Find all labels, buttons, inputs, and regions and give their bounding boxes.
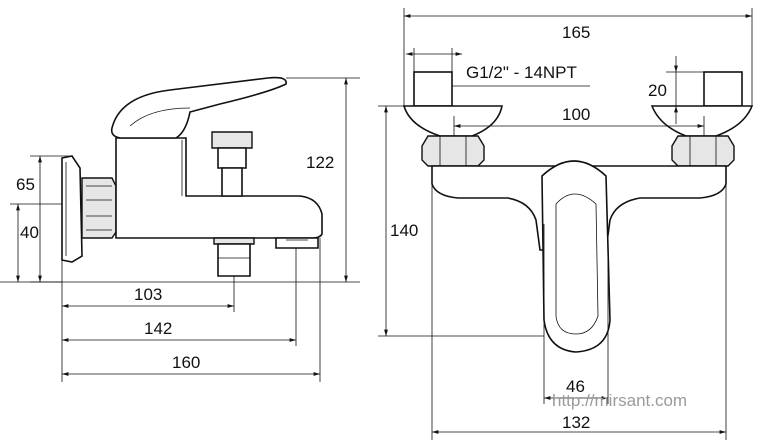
dim-160-label: 160 (172, 353, 200, 372)
front-view-drawing (402, 71, 754, 353)
side-view-drawing (61, 76, 323, 277)
dim-103-label: 103 (134, 285, 162, 304)
front-view-labels: 165 G1/2" - 14NPT 20 100 140 46 132 (390, 23, 667, 432)
dim-100-label: 100 (562, 105, 590, 124)
watermark-text: http://mirsant.com (552, 391, 687, 410)
dim-132-label: 132 (562, 413, 590, 432)
dim-65-label: 65 (16, 175, 35, 194)
dim-165-label: 165 (562, 23, 590, 42)
dim-46-label: 46 (566, 377, 585, 396)
dim-40-label: 40 (20, 223, 39, 242)
front-view-dimensions (378, 8, 753, 440)
dim-122-label: 122 (306, 153, 334, 172)
dim-20-label: 20 (648, 81, 667, 100)
dim-142-label: 142 (144, 319, 172, 338)
side-view-labels: 65 40 122 103 142 160 (16, 153, 334, 372)
side-view-dimensions (0, 77, 360, 382)
thread-spec-label: G1/2" - 14NPT (466, 63, 577, 82)
dim-140-label: 140 (390, 221, 418, 240)
